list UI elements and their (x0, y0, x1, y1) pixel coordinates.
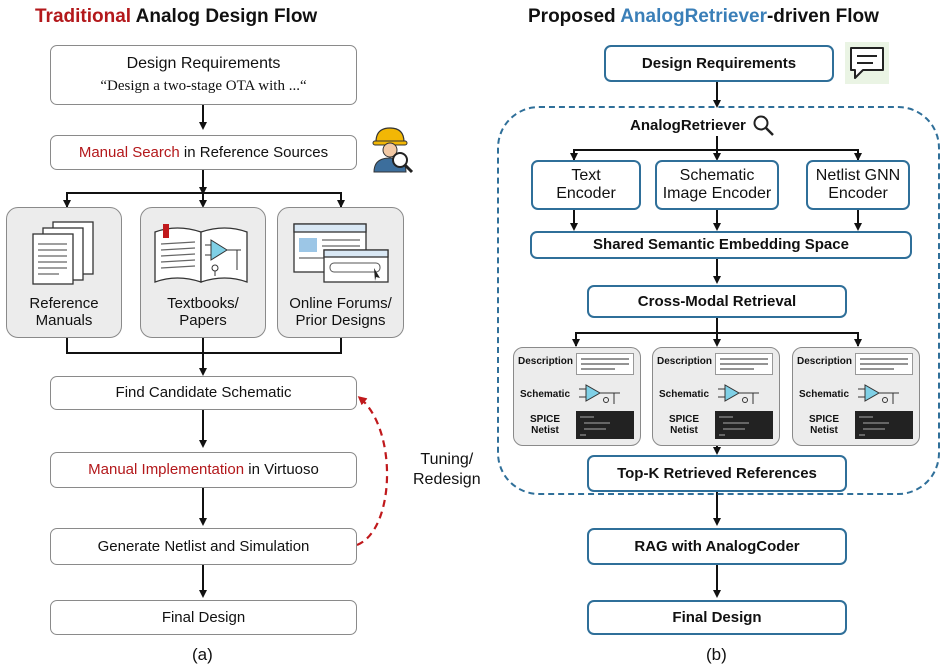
title-rest: -driven Flow (766, 6, 879, 27)
description-thumbnail (576, 353, 634, 375)
search-highlight: Manual Search (78, 143, 180, 161)
schematic-label: Schematic (658, 389, 710, 400)
schematic-label: Schematic (798, 389, 850, 400)
browser-window-icon (293, 223, 389, 283)
title-highlight: Traditional (35, 6, 132, 27)
impl-rest: in Virtuoso (244, 461, 319, 479)
shared-space-label: Shared Semantic Embedding Space (593, 236, 849, 254)
shared-embedding-box: Shared Semantic Embedding Space (530, 231, 912, 259)
source-reference-manuals: Reference Manuals (6, 207, 122, 338)
source-label-line2: Prior Designs (295, 311, 386, 329)
schematic-thumbnail (579, 384, 620, 404)
magnifier-icon (753, 115, 774, 136)
description-thumbnail (715, 353, 773, 375)
rag-label: RAG with AnalogCoder (634, 537, 800, 555)
chat-bubble-icon (845, 42, 889, 84)
cross-modal-retrieval-box: Cross-Modal Retrieval (587, 285, 847, 318)
spice-line2: Netist (810, 425, 838, 436)
spice-line1: SPICE (808, 414, 839, 425)
right-final-design-box: Final Design (587, 600, 847, 635)
manual-search-box: Manual Search in Reference Sources (50, 135, 357, 170)
req-label: Design Requirements (641, 54, 797, 72)
generate-label: Generate Netlist and Simulation (97, 537, 310, 555)
description-label: Description (518, 356, 574, 367)
title-prefix: Proposed (528, 6, 621, 27)
schematic-image-encoder-box: Schematic Image Encoder (655, 160, 779, 210)
source-textbooks-papers: Textbooks/ Papers (140, 207, 266, 338)
req-title: Design Requirements (126, 55, 281, 73)
analogretriever-label: AnalogRetriever (630, 114, 776, 136)
search-rest: in Reference Sources (179, 143, 329, 161)
schematic-label: Schematic (519, 389, 571, 400)
source-label-line2: Papers (179, 311, 227, 329)
description-thumbnail (855, 353, 913, 375)
encoder-line2: Encoder (828, 185, 888, 202)
encoder-line1: Netlist GNN (815, 166, 901, 184)
schematic-thumbnail (718, 384, 759, 404)
encoder-line2: Image Encoder (662, 185, 772, 202)
description-label: Description (657, 356, 713, 367)
generate-netlist-box: Generate Netlist and Simulation (50, 528, 357, 565)
netlist-code-thumbnail (576, 411, 634, 439)
spice-label: SPICE Netist (518, 414, 572, 436)
topk-references-box: Top-K Retrieved References (587, 455, 847, 492)
manual-implementation-box: Manual Implementation in Virtuoso (50, 452, 357, 488)
tuning-line2: Redesign (413, 471, 481, 488)
spice-line2: Netist (670, 425, 698, 436)
documents-icon (32, 221, 94, 285)
impl-highlight: Manual Implementation (88, 461, 245, 479)
caption-b: (b) (706, 645, 727, 664)
source-label-line1: Textbooks/ (167, 294, 239, 312)
description-label: Description (797, 356, 853, 367)
analogretriever-container (497, 106, 940, 495)
source-label-line2: Manuals (35, 311, 93, 329)
spice-label: SPICE Netist (797, 414, 851, 436)
spice-label: SPICE Netist (657, 414, 711, 436)
feedback-arrow (356, 396, 389, 547)
spice-line1: SPICE (529, 414, 560, 425)
netlist-code-thumbnail (855, 411, 913, 439)
retriever-text: AnalogRetriever (630, 116, 746, 134)
find-candidate-label: Find Candidate Schematic (115, 384, 292, 402)
left-title: Traditional Analog Design Flow (35, 6, 317, 28)
source-label-line1: Online Forums/ (289, 294, 392, 312)
final-design-label: Final Design (672, 608, 762, 626)
open-book-icon (154, 224, 248, 283)
text-encoder-box: Text Encoder (531, 160, 641, 210)
final-design-label: Final Design (161, 608, 246, 626)
req-quote: “Design a two-stage OTA with ...“ (100, 77, 307, 94)
retrieved-reference-card: Description Schematic SPICE Netist (513, 347, 641, 446)
rag-analogcoder-box: RAG with AnalogCoder (587, 528, 847, 565)
right-design-requirements-box: Design Requirements (604, 45, 834, 82)
netlist-gnn-encoder-box: Netlist GNN Encoder (806, 160, 910, 210)
encoder-line1: Schematic (679, 166, 755, 184)
source-label-line1: Reference (29, 294, 99, 312)
find-candidate-box: Find Candidate Schematic (50, 376, 357, 410)
topk-label: Top-K Retrieved References (617, 464, 817, 482)
right-title: Proposed AnalogRetriever-driven Flow (528, 6, 879, 28)
retrieved-reference-card: Description Schematic SPICE Netist (652, 347, 780, 446)
source-online-forums: Online Forums/ Prior Designs (277, 207, 404, 338)
title-highlight: AnalogRetriever (620, 6, 767, 27)
retrieved-reference-card: Description Schematic SPICE Netist (792, 347, 920, 446)
encoder-line1: Text (571, 166, 601, 184)
spice-line2: Netist (531, 425, 559, 436)
tuning-label: Tuning/ Redesign (413, 450, 481, 490)
caption-a: (a) (192, 645, 213, 664)
title-rest: Analog Design Flow (131, 6, 318, 27)
spice-line1: SPICE (668, 414, 699, 425)
cross-modal-label: Cross-Modal Retrieval (637, 292, 797, 310)
engineer-search-icon (372, 127, 414, 174)
tuning-line1: Tuning/ (420, 451, 474, 468)
schematic-thumbnail (858, 384, 899, 404)
left-final-design-box: Final Design (50, 600, 357, 635)
design-requirements-box: Design Requirements “Design a two-stage … (50, 45, 357, 105)
netlist-code-thumbnail (715, 411, 773, 439)
encoder-line2: Encoder (556, 185, 616, 202)
